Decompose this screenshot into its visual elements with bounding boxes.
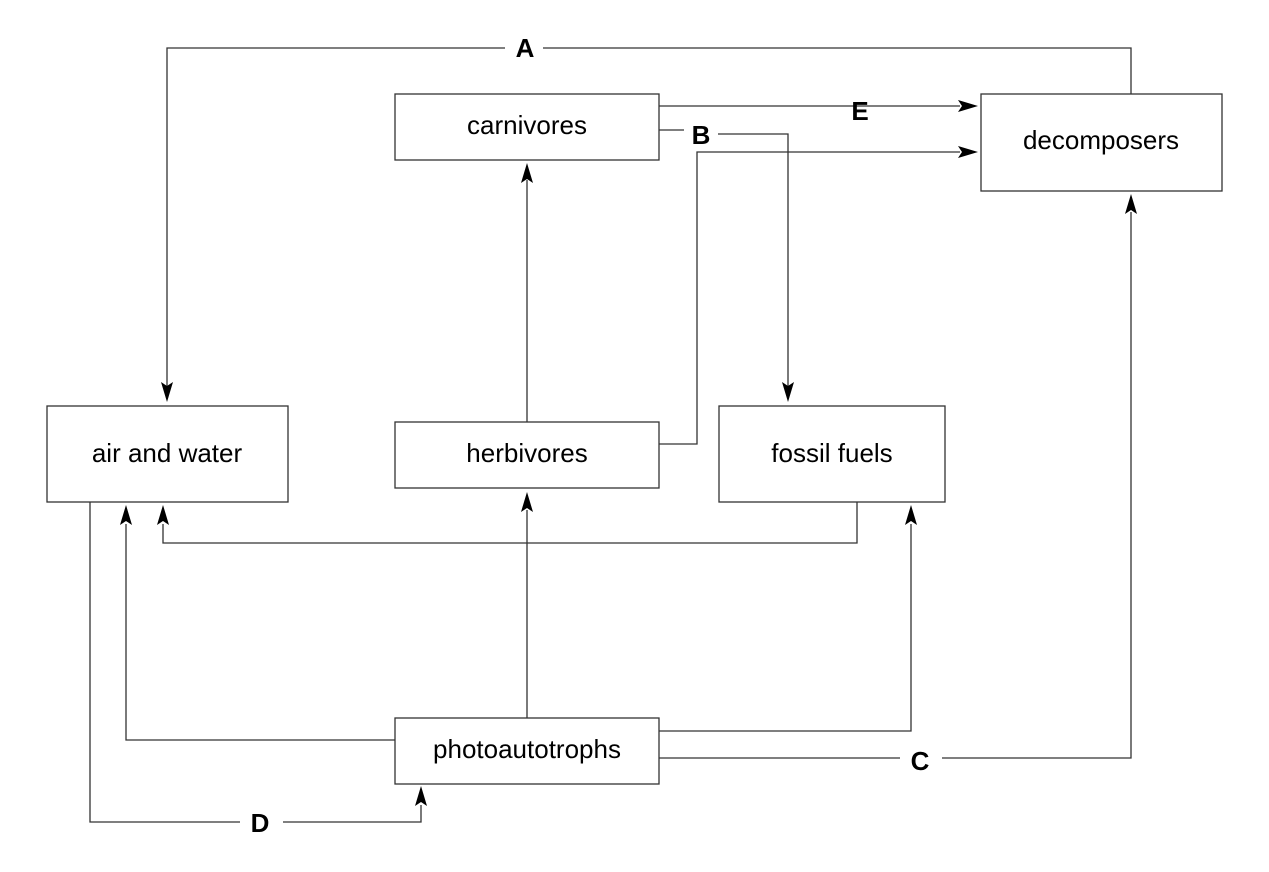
arrowhead-right-icon (958, 100, 978, 112)
arrow-d-air-to-photoautotrophs: D (89, 502, 427, 838)
arrowhead-down-icon (161, 382, 173, 402)
arrowhead-up-icon (521, 492, 533, 512)
arrowhead-down-icon (782, 382, 794, 402)
arrowhead-right-icon (958, 146, 978, 158)
label-b: B (692, 120, 711, 150)
node-photoautotrophs: photoautotrophs (394, 717, 660, 785)
node-air-and-water: air and water (46, 405, 289, 503)
label-d: D (251, 808, 270, 838)
arrow-fossil-fuels-to-air (157, 502, 858, 544)
arrow-photoautotrophs-to-air (120, 505, 395, 741)
arrowhead-up-icon (415, 786, 427, 806)
arrowhead-up-icon (905, 505, 917, 525)
node-decomposers-label: decomposers (1023, 125, 1179, 155)
arrow-a-decomposers-to-air: A (161, 33, 1132, 402)
node-herbivores-label: herbivores (466, 438, 587, 468)
node-fossil-fuels-label: fossil fuels (771, 438, 892, 468)
arrowhead-up-icon (120, 505, 132, 525)
arrow-herbivores-to-carnivores (521, 163, 533, 422)
node-carnivores-label: carnivores (467, 110, 587, 140)
node-fossil-fuels: fossil fuels (718, 405, 946, 503)
node-air-and-water-label: air and water (92, 438, 243, 468)
label-a: A (516, 33, 535, 63)
node-carnivores: carnivores (394, 93, 660, 161)
label-c: C (911, 746, 930, 776)
arrowhead-up-icon (521, 163, 533, 183)
arrowhead-up-icon (1125, 194, 1137, 214)
label-e: E (851, 96, 868, 126)
arrow-herbivores-to-decomposers (659, 146, 978, 445)
arrow-photoautotrophs-to-fossil-fuels (659, 505, 917, 732)
arrow-c-photoautotrophs-to-decomposers: C (659, 194, 1137, 776)
arrow-e-carnivores-to-decomposers: E (659, 96, 978, 126)
arrow-b-carnivores-to-fossil-fuels: B (659, 120, 794, 402)
node-decomposers: decomposers (980, 93, 1223, 192)
arrow-photoautotrophs-to-herbivores (521, 492, 533, 718)
node-herbivores: herbivores (394, 421, 660, 489)
node-photoautotrophs-label: photoautotrophs (433, 734, 621, 764)
arrowhead-up-icon (157, 505, 169, 525)
